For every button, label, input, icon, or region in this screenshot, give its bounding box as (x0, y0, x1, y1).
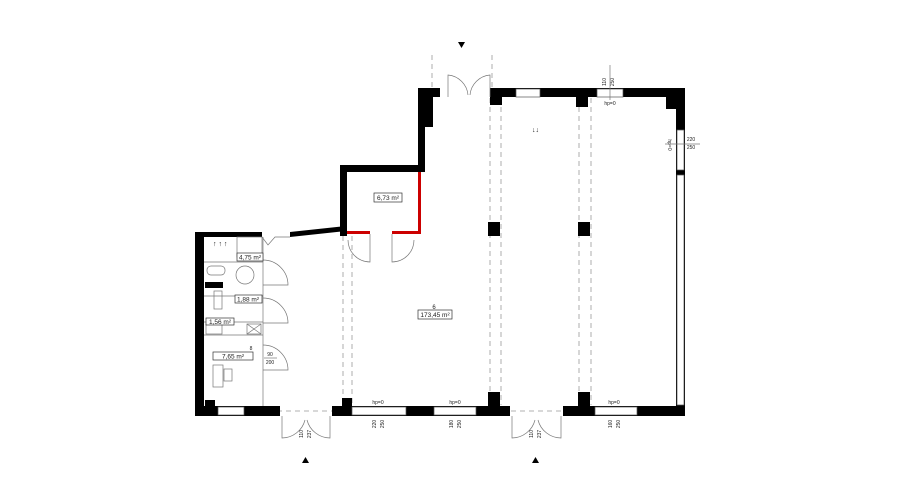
hp-label: hp=0 (608, 400, 619, 406)
opening-dims: 110 237 220 250 180 250 110 237 160 250 … (299, 65, 700, 438)
svg-text:200: 200 (266, 360, 275, 366)
beam-lines (205, 55, 675, 412)
svg-text:110: 110 (529, 430, 535, 438)
door-size-staff: 90 200 (264, 352, 277, 366)
hp-label: hp=0 (604, 101, 615, 107)
svg-text:8: 8 (250, 346, 253, 352)
svg-text:110: 110 (299, 430, 305, 438)
room-label-wc2: 1,88 m² (234, 294, 263, 304)
svg-text:110: 110 (602, 78, 608, 86)
svg-text:250: 250 (457, 420, 463, 429)
room-label-wc1: 4,75 m² (236, 252, 264, 262)
svg-text:6: 6 (432, 305, 436, 311)
svg-text:250: 250 (687, 145, 696, 151)
svg-text:7,65 m²: 7,65 m² (222, 354, 245, 361)
svg-text:250: 250 (380, 420, 386, 429)
svg-text:250: 250 (616, 420, 622, 429)
vent-arrows-icon: ↓↓ (532, 127, 539, 134)
entrance-arrow-icon (302, 457, 309, 463)
svg-text:237: 237 (537, 430, 543, 439)
svg-text:160: 160 (608, 420, 614, 429)
hp-label: hp=0 (372, 400, 383, 406)
svg-text:180: 180 (449, 420, 455, 429)
service-rooms: ↑ ↑ ↑ (204, 236, 264, 406)
svg-text:4,75 m²: 4,75 m² (239, 255, 262, 262)
svg-text:250: 250 (610, 78, 616, 87)
svg-text:237: 237 (307, 430, 313, 439)
svg-text:90: 90 (267, 352, 273, 358)
svg-text:↑ ↑ ↑: ↑ ↑ ↑ (213, 241, 227, 248)
room-label-main: 6 173,45 m² (417, 305, 453, 320)
hp-label: hp=0 (449, 400, 460, 406)
doors (261, 74, 562, 439)
svg-text:1,88 m²: 1,88 m² (237, 297, 260, 304)
hp-label: hp=0 (666, 139, 672, 150)
svg-text:6,73 m²: 6,73 m² (377, 195, 400, 202)
svg-text:1,56 m²: 1,56 m² (209, 319, 232, 326)
room-label-cleaning: 1,56 m² (205, 317, 235, 326)
red-partitions (347, 172, 421, 234)
entrance-arrow-icon (532, 457, 539, 463)
svg-text:173,45 m²: 173,45 m² (420, 312, 450, 319)
entrance-arrow-icon (458, 42, 465, 48)
svg-text:220: 220 (687, 137, 696, 143)
svg-text:220: 220 (372, 420, 378, 429)
walls (195, 88, 685, 416)
room-label-staff: 8 7,65 m² (212, 346, 254, 361)
room-label-storage: 6,73 m² (373, 192, 403, 203)
